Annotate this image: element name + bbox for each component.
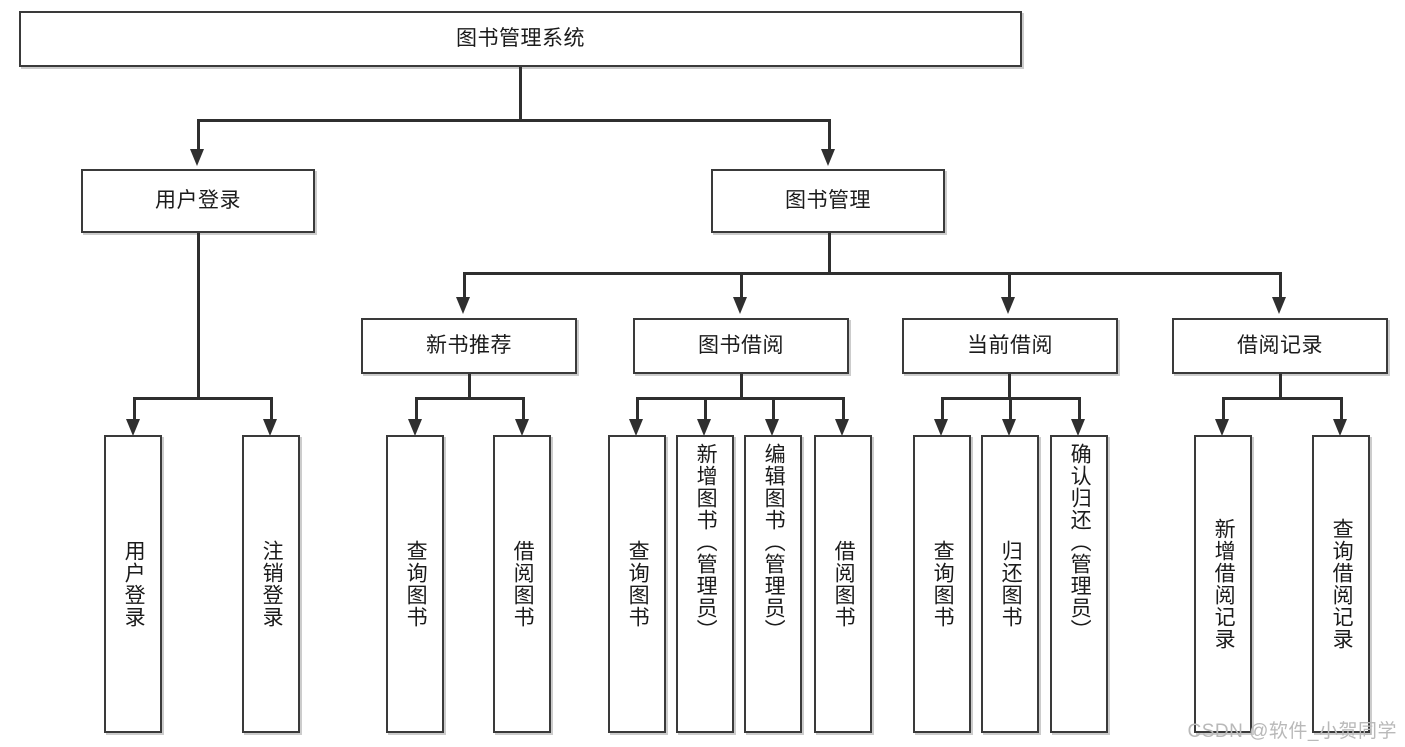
arrow-user-to-leaf-1 (126, 419, 140, 436)
connector-record-leaf-1 (1222, 397, 1225, 419)
leaf-label: 借阅图书 (832, 540, 856, 628)
connector-user-bus (133, 397, 270, 400)
leaf-label: 查询借阅记录 (1330, 518, 1354, 650)
leaf-user-logout[interactable]: 注销登录 (242, 435, 300, 733)
connector-book-to-current (1008, 272, 1011, 297)
connector-book-stem (828, 233, 831, 272)
leaf-current-return-book[interactable]: 归还图书 (981, 435, 1039, 733)
connector-book-to-record (1279, 272, 1282, 297)
connector-borrow-leaf-1 (636, 397, 639, 419)
leaf-borrow-edit-book-admin[interactable]: 编辑图书（管理员） (744, 435, 802, 733)
node-label: 用户登录 (155, 188, 241, 212)
arrow-borrow-leaf-4 (835, 419, 849, 436)
leaf-label: 确认归还（管理员） (1068, 443, 1092, 641)
arrow-newbook-leaf-1 (408, 419, 422, 436)
leaf-label: 归还图书 (999, 540, 1023, 628)
arrow-book-to-borrow (733, 297, 747, 314)
connector-current-stem (1008, 374, 1011, 397)
connector-user-stem (197, 233, 200, 397)
node-root-system[interactable]: 图书管理系统 (19, 11, 1022, 67)
arrow-borrow-leaf-2 (697, 419, 711, 436)
node-label: 图书管理 (785, 188, 871, 212)
arrow-newbook-leaf-2 (515, 419, 529, 436)
leaf-borrow-borrow-book[interactable]: 借阅图书 (814, 435, 872, 733)
arrow-current-leaf-3 (1071, 419, 1085, 436)
leaf-label: 查询图书 (931, 540, 955, 628)
leaf-user-login[interactable]: 用户登录 (104, 435, 162, 733)
arrow-user-to-leaf-2 (263, 419, 277, 436)
leaf-current-query-book[interactable]: 查询图书 (913, 435, 971, 733)
arrow-current-leaf-1 (934, 419, 948, 436)
leaf-label: 查询图书 (626, 540, 650, 628)
node-book-borrow[interactable]: 图书借阅 (633, 318, 849, 374)
connector-user-to-leaf-2 (270, 397, 273, 419)
connector-root-stem (519, 67, 522, 119)
connector-root-to-user (197, 119, 200, 149)
leaf-newbook-borrow-book[interactable]: 借阅图书 (493, 435, 551, 733)
connector-root-to-book (828, 119, 831, 149)
arrow-current-leaf-2 (1002, 419, 1016, 436)
leaf-record-query-record[interactable]: 查询借阅记录 (1312, 435, 1370, 733)
connector-book-to-newbook (463, 272, 466, 297)
node-label: 图书管理系统 (456, 26, 585, 50)
connector-borrow-bus (636, 397, 842, 400)
leaf-label: 编辑图书（管理员） (762, 443, 786, 641)
leaf-label: 注销登录 (260, 540, 284, 628)
connector-record-stem (1279, 374, 1282, 397)
node-user-login[interactable]: 用户登录 (81, 169, 315, 233)
leaf-label: 新增图书（管理员） (694, 443, 718, 641)
watermark-text: CSDN @软件_小贺同学 (1187, 721, 1397, 742)
connector-borrow-leaf-2 (704, 397, 707, 419)
node-label: 借阅记录 (1237, 333, 1323, 357)
connector-newbook-leaf-1 (415, 397, 418, 419)
node-borrow-record[interactable]: 借阅记录 (1172, 318, 1388, 374)
arrow-borrow-leaf-1 (629, 419, 643, 436)
leaf-label: 查询图书 (404, 540, 428, 628)
connector-borrow-leaf-3 (772, 397, 775, 419)
arrow-root-to-book (821, 149, 835, 166)
arrow-record-leaf-2 (1333, 419, 1347, 436)
leaf-record-add-record[interactable]: 新增借阅记录 (1194, 435, 1252, 733)
node-label: 图书借阅 (698, 333, 784, 357)
leaf-newbook-query-book[interactable]: 查询图书 (386, 435, 444, 733)
leaf-label: 用户登录 (122, 540, 146, 628)
node-label: 当前借阅 (967, 333, 1053, 357)
connector-current-leaf-1 (941, 397, 944, 419)
node-label: 新书推荐 (426, 333, 512, 357)
connector-newbook-leaf-2 (522, 397, 525, 419)
connector-current-leaf-2 (1009, 397, 1012, 419)
connector-current-leaf-3 (1078, 397, 1081, 419)
node-current-borrow[interactable]: 当前借阅 (902, 318, 1118, 374)
connector-book-to-borrow (740, 272, 743, 297)
node-new-book-recommend[interactable]: 新书推荐 (361, 318, 577, 374)
arrow-root-to-user (190, 149, 204, 166)
leaf-label: 新增借阅记录 (1212, 518, 1236, 650)
leaf-current-confirm-return-admin[interactable]: 确认归还（管理员） (1050, 435, 1108, 733)
leaf-label: 借阅图书 (511, 540, 535, 628)
connector-newbook-stem (468, 374, 471, 397)
arrow-book-to-current (1001, 297, 1015, 314)
leaf-borrow-add-book-admin[interactable]: 新增图书（管理员） (676, 435, 734, 733)
arrow-record-leaf-1 (1215, 419, 1229, 436)
arrow-book-to-record (1272, 297, 1286, 314)
node-book-management[interactable]: 图书管理 (711, 169, 945, 233)
connector-record-leaf-2 (1340, 397, 1343, 419)
connector-record-bus (1222, 397, 1340, 400)
connector-root-bus (197, 119, 831, 122)
arrow-borrow-leaf-3 (765, 419, 779, 436)
leaf-borrow-query-book[interactable]: 查询图书 (608, 435, 666, 733)
connector-newbook-bus (415, 397, 525, 400)
arrow-book-to-newbook (456, 297, 470, 314)
connector-borrow-stem (740, 374, 743, 397)
connector-user-to-leaf-1 (133, 397, 136, 419)
connector-book-bus (463, 272, 1279, 275)
connector-borrow-leaf-4 (842, 397, 845, 419)
